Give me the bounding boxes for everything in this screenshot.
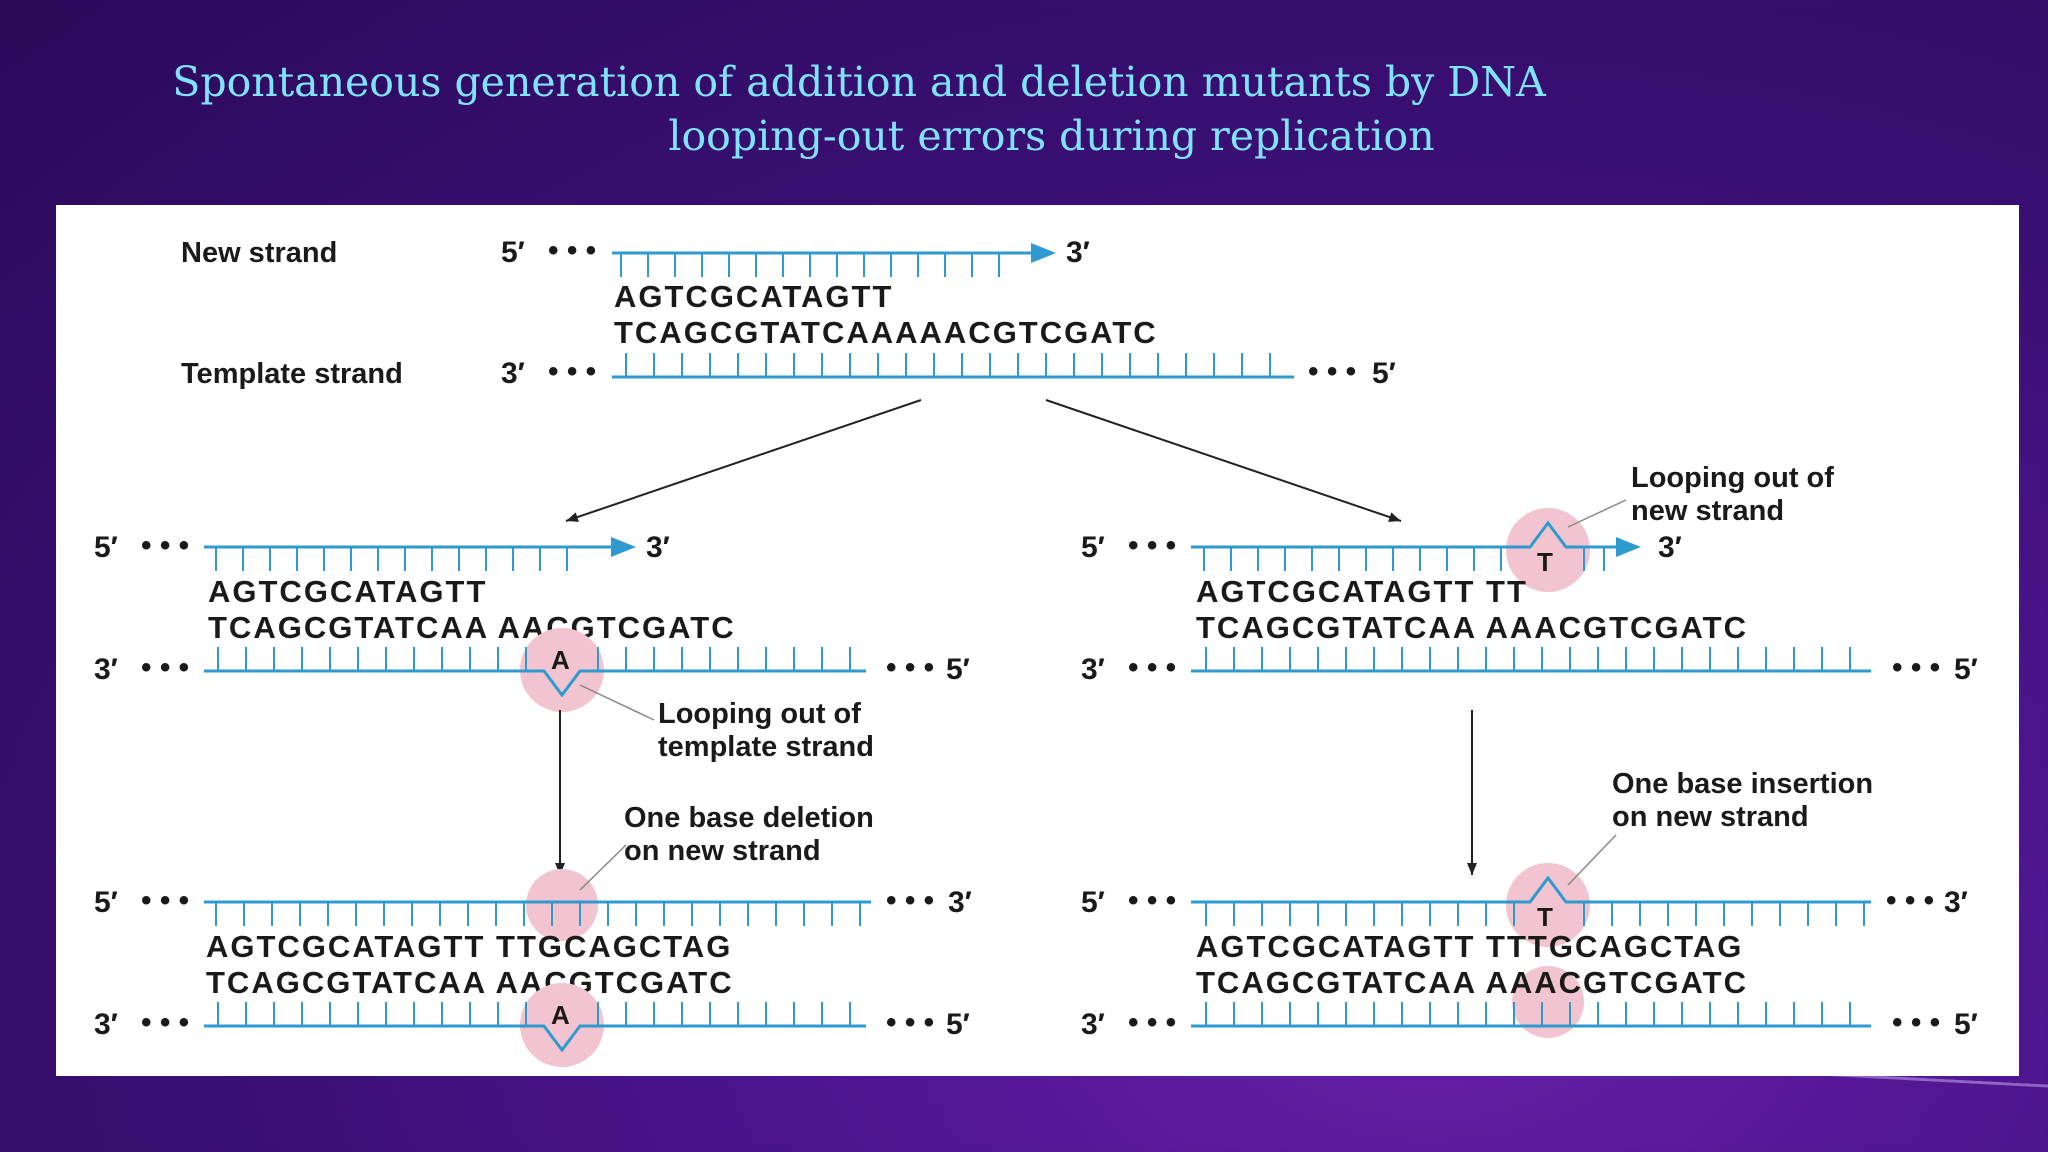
rm-loop-base: T [1537, 547, 1553, 577]
rb-new-ellipsis-right: • • • [1886, 884, 1934, 917]
rb-new-3prime: 3′ [1944, 886, 1968, 919]
lm-seq-new: AGTCGCATAGTT [208, 574, 487, 609]
right-mid-duplex: 5′ • • • 3′ T AGTCGCATAGTT TT TCAGCGTATC… [1081, 462, 1978, 686]
top-tmpl-3prime: 3′ [501, 357, 525, 390]
lb-annotation-2: on new strand [624, 835, 821, 867]
top-seq-new: AGTCGCATAGTT [614, 279, 893, 314]
rm-tmpl-ellipsis-right: • • • [1892, 651, 1940, 684]
lm-tmpl-5prime: 5′ [946, 653, 970, 686]
lm-new-ellipsis: • • • [141, 529, 189, 562]
rb-tmpl-ellipsis-right: • • • [1892, 1006, 1940, 1039]
lm-loop-base: A [551, 645, 570, 675]
rb-new-5prime: 5′ [1081, 886, 1105, 919]
top-tmpl-ticks [625, 353, 1271, 377]
lb-seq-new: AGTCGCATAGTT TTGCAGCTAG [206, 929, 732, 964]
rb-tmpl-ellipsis-left: • • • [1128, 1006, 1176, 1039]
top-new-5prime: 5′ [501, 236, 525, 269]
lb-tmpl-5prime: 5′ [946, 1008, 970, 1041]
lb-seq-template: TCAGCGTATCAA AACGTCGATC [206, 965, 734, 1000]
lm-tmpl-strand [204, 669, 866, 698]
new-strand-label: New strand [181, 237, 337, 269]
top-seq-template: TCAGCGTATCAAAAACGTCGATC [614, 315, 1158, 350]
rm-new-ticks [1203, 547, 1605, 571]
lb-new-ellipsis-right: • • • [886, 884, 934, 917]
rm-new-ellipsis: • • • [1128, 529, 1176, 562]
lb-new-ticks [215, 902, 861, 926]
lm-new-5prime: 5′ [94, 531, 118, 564]
rm-tmpl-ticks [1205, 647, 1851, 671]
rm-tmpl-ellipsis-left: • • • [1128, 651, 1176, 684]
rm-seq-template: TCAGCGTATCAA AAACGTCGATC [1196, 610, 1748, 645]
lb-tmpl-ellipsis-right: • • • [886, 1006, 934, 1039]
rm-new-strand [1191, 520, 1616, 549]
diagram-panel: New strand Template strand 5′ • • • 3′ A… [56, 205, 2019, 1076]
lb-tmpl-ticks [217, 1002, 851, 1026]
rm-new-3prime: 3′ [1658, 531, 1682, 564]
rm-loop-highlight [1506, 508, 1590, 592]
lm-tmpl-ticks [217, 647, 851, 671]
rb-annotation-1: One base insertion [1612, 768, 1873, 800]
rb-tmpl-ticks [1205, 1002, 1851, 1026]
title-line-1: Spontaneous generation of addition and d… [172, 58, 1546, 106]
lm-tmpl-3prime: 3′ [94, 653, 118, 686]
lb-new-3prime: 3′ [948, 886, 972, 919]
rb-annotation-leader [1567, 834, 1617, 886]
rb-loop-base: T [1537, 902, 1553, 932]
rb-seq-new: AGTCGCATAGTT TTTGCAGCTAG [1196, 929, 1743, 964]
rb-tmpl-highlight [1512, 966, 1584, 1038]
lb-new-ellipsis-left: • • • [141, 884, 189, 917]
arrow-to-left [565, 399, 922, 522]
top-duplex: New strand Template strand 5′ • • • 3′ A… [181, 234, 1396, 390]
top-new-ellipsis: • • • [548, 234, 596, 267]
right-bottom-duplex: 5′ • • • T • • • 3′ AGTCGCATAGTT TTTGCAG… [1081, 768, 1978, 1041]
lm-annotation-leader [579, 684, 655, 721]
title-line-2: looping-out errors during replication [668, 112, 1435, 160]
arrow-to-right [1045, 399, 1402, 522]
lm-annotation-2: template strand [658, 731, 874, 763]
lm-annotation-1: Looping out of [658, 698, 861, 730]
top-new-arrowhead [1031, 243, 1056, 263]
lm-new-arrowhead [611, 537, 636, 557]
rb-tmpl-5prime: 5′ [1954, 1008, 1978, 1041]
lb-annotation-leader [579, 844, 627, 891]
rm-tmpl-3prime: 3′ [1081, 653, 1105, 686]
rm-new-arrowhead [1616, 537, 1641, 557]
lb-tmpl-strand [204, 1024, 866, 1053]
lm-seq-template: TCAGCGTATCAA AACGTCGATC [208, 610, 736, 645]
lb-loop-base: A [551, 1000, 570, 1030]
rm-seq-new: AGTCGCATAGTT TT [1196, 574, 1528, 609]
top-tmpl-5prime: 5′ [1372, 357, 1396, 390]
lm-tmpl-ellipsis-left: • • • [141, 651, 189, 684]
lm-loop-highlight [520, 628, 604, 712]
rb-annotation-2: on new strand [1612, 801, 1809, 833]
rb-seq-template: TCAGCGTATCAA AAACGTCGATC [1196, 965, 1748, 1000]
rm-new-5prime: 5′ [1081, 531, 1105, 564]
rb-new-ellipsis-left: • • • [1128, 884, 1176, 917]
rm-annotation-leader [1567, 499, 1627, 528]
left-bottom-duplex: 5′ • • • • • • 3′ AGTCGCATAGTT TTGCAGCTA… [94, 802, 972, 1067]
lb-tmpl-ellipsis-left: • • • [141, 1006, 189, 1039]
left-mid-duplex: 5′ • • • 3′ AGTCGCATAGTT TCAGCGTATCAA AA… [94, 529, 970, 763]
top-new-3prime: 3′ [1066, 236, 1090, 269]
lb-annotation-1: One base deletion [624, 802, 874, 834]
lb-tmpl-3prime: 3′ [94, 1008, 118, 1041]
top-tmpl-ellipsis-left: • • • [548, 355, 596, 388]
template-strand-label: Template strand [181, 358, 403, 390]
lb-loop-highlight [520, 983, 604, 1067]
dna-looping-diagram: New strand Template strand 5′ • • • 3′ A… [94, 234, 1978, 1067]
rb-new-ticks [1205, 902, 1865, 926]
lm-new-3prime: 3′ [646, 531, 670, 564]
lb-new-5prime: 5′ [94, 886, 118, 919]
rb-tmpl-3prime: 3′ [1081, 1008, 1105, 1041]
lm-tmpl-ellipsis-right: • • • [886, 651, 934, 684]
lm-new-ticks [215, 547, 568, 571]
slide-title: Spontaneous generation of addition and d… [0, 55, 2048, 163]
top-new-ticks [620, 253, 1000, 277]
top-tmpl-ellipsis-right: • • • [1308, 355, 1356, 388]
rm-annotation-2: new strand [1631, 495, 1784, 527]
rm-annotation-1: Looping out of [1631, 462, 1834, 494]
rm-tmpl-5prime: 5′ [1954, 653, 1978, 686]
